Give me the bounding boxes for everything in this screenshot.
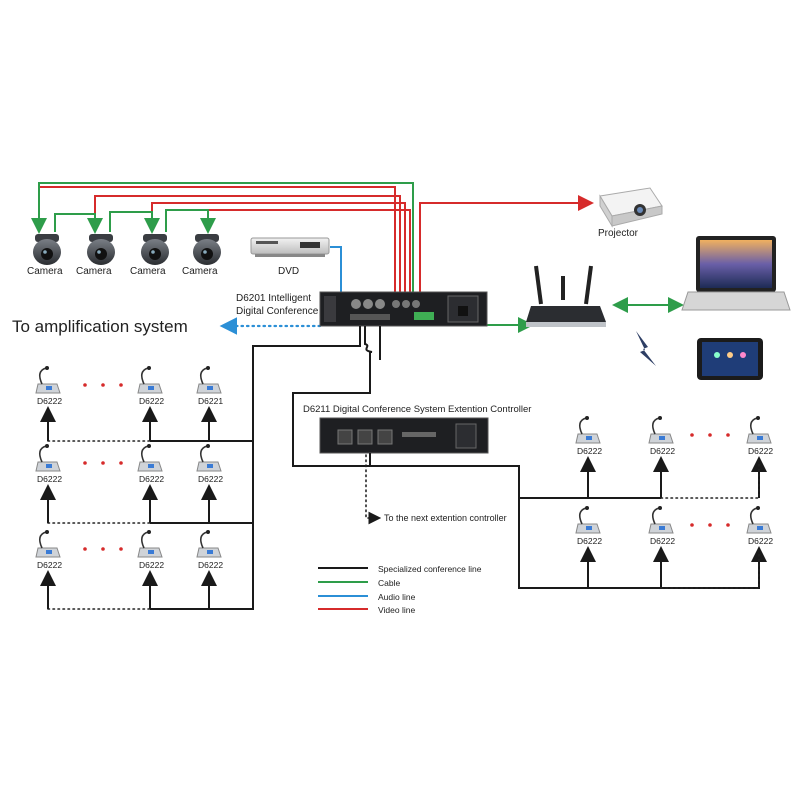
delegate-unit-icon	[137, 530, 163, 558]
row-chain-line	[660, 550, 760, 589]
main-unit-d6201	[319, 291, 488, 327]
legend-label: Specialized conference line	[378, 564, 482, 574]
main-unit-label-line2: Digital Conference	[236, 306, 319, 317]
delegate-unit-icon	[137, 366, 163, 394]
delegate-unit-label: D6222	[139, 474, 164, 484]
delegate-unit-label: D6222	[198, 560, 223, 570]
legend-label: Video line	[378, 605, 415, 615]
delegate-unit-label: D6222	[650, 536, 675, 546]
delegate-unit-label: D6222	[139, 560, 164, 570]
delegate-unit-label: D6222	[198, 474, 223, 484]
dvd-player-icon	[250, 237, 330, 257]
camera-icon	[141, 234, 169, 265]
legend: Specialized conference line Cable Audio …	[318, 564, 482, 615]
delegate-unit-icon	[137, 444, 163, 472]
delegate-unit-label: D6222	[37, 396, 62, 406]
delegate-unit-label: D6222	[577, 446, 602, 456]
camera-label: Camera	[76, 266, 112, 277]
continuation-dot	[101, 383, 105, 387]
continuation-dot	[101, 461, 105, 465]
camera-icon	[87, 234, 115, 265]
camera-icon	[193, 234, 221, 265]
wireless-link-icon	[636, 331, 656, 366]
delegate-unit-icon	[35, 530, 61, 558]
delegate-unit-label: D6222	[37, 560, 62, 570]
continuation-dot	[690, 523, 694, 527]
main-unit-label-line1: D6201 Intelligent	[236, 293, 311, 304]
conference-trunk-lines	[252, 326, 760, 610]
continuation-dot	[83, 461, 87, 465]
router-icon	[526, 265, 606, 327]
delegate-unit-icon	[196, 530, 222, 558]
delegate-unit-icon	[648, 416, 674, 444]
extension-controller-label: D6211 Digital Conference System Extentio…	[303, 404, 531, 415]
delegate-unit-icon	[746, 506, 772, 534]
delegate-unit-icon	[648, 506, 674, 534]
next-extension-label: To the next extention controller	[384, 513, 507, 523]
camera-cable-lines	[31, 182, 414, 292]
delegate-unit-label: D6222	[650, 446, 675, 456]
delegate-unit-icon	[196, 444, 222, 472]
continuation-dot	[708, 433, 712, 437]
camera-icon	[33, 234, 61, 265]
legend-label: Audio line	[378, 592, 416, 602]
continuation-dot	[690, 433, 694, 437]
projector-icon	[599, 187, 663, 228]
camera-group: Camera Camera Camera Camera	[27, 234, 221, 277]
continuation-dot	[119, 383, 123, 387]
delegate-unit-label: D6222	[748, 536, 773, 546]
laptop-icon	[681, 236, 791, 311]
next-extension-link	[365, 454, 382, 525]
delegate-unit-icon	[575, 416, 601, 444]
delegate-unit-icon	[35, 366, 61, 394]
row-chain-line	[660, 460, 760, 499]
continuation-dot	[708, 523, 712, 527]
tablet-icon	[697, 338, 763, 380]
amplification-label: To amplification system	[12, 317, 188, 336]
delegate-unit-icon	[35, 444, 61, 472]
continuation-dot	[83, 547, 87, 551]
delegate-unit-label: D6222	[37, 474, 62, 484]
delegate-unit-icon	[196, 366, 222, 394]
continuation-dot	[119, 461, 123, 465]
delegate-unit-label: D6222	[139, 396, 164, 406]
delegate-unit-label: D6222	[748, 446, 773, 456]
camera-label: Camera	[27, 266, 63, 277]
continuation-dot	[119, 547, 123, 551]
dvd-label: DVD	[278, 266, 299, 277]
continuation-dot	[726, 523, 730, 527]
delegate-unit-label: D6222	[577, 536, 602, 546]
legend-label: Cable	[378, 578, 400, 588]
continuation-dot	[726, 433, 730, 437]
extension-controller-d6211	[319, 417, 489, 454]
delegate-unit-label: D6221	[198, 396, 223, 406]
continuation-dot	[83, 383, 87, 387]
projector-label: Projector	[598, 228, 639, 239]
camera-label: Camera	[182, 266, 218, 277]
delegate-unit-icon	[746, 416, 772, 444]
continuation-dot	[101, 547, 105, 551]
camera-label: Camera	[130, 266, 166, 277]
delegate-unit-icon	[575, 506, 601, 534]
